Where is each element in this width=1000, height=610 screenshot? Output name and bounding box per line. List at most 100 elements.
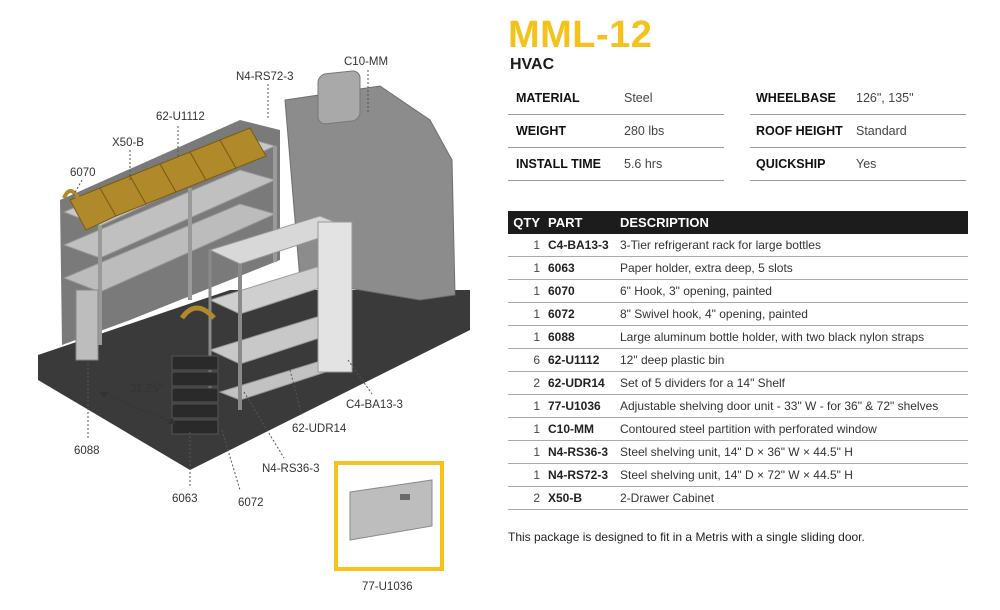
cell-qty: 1 <box>533 330 540 344</box>
parts-table: QTY PART DESCRIPTION 1 C4-BA13-3 3-Tier re… <box>508 211 968 510</box>
header-qty: QTY <box>513 215 540 230</box>
cell-description: 6" Hook, 3" opening, painted <box>620 284 772 298</box>
spec-key: WHEELBASE <box>756 91 836 105</box>
callout-n4-rs72-3: N4-RS72-3 <box>236 71 294 83</box>
cell-qty: 6 <box>533 353 540 367</box>
callout-62-u1112: 62-U1112 <box>156 111 205 123</box>
callout-n4-rs36-3: N4-RS36-3 <box>262 463 320 475</box>
cell-qty: 1 <box>533 307 540 321</box>
callout-c10-mm: C10-MM <box>344 56 388 68</box>
spec-value: 126", 135" <box>856 91 914 105</box>
cell-qty: 2 <box>533 491 540 505</box>
cell-part: N4-RS36-3 <box>548 445 609 459</box>
spec-row-material: MATERIAL Steel <box>508 82 724 115</box>
spec-row-install-time: INSTALL TIME 5.6 hrs <box>508 148 724 181</box>
table-row: 1 6070 6" Hook, 3" opening, painted <box>508 280 968 303</box>
spec-value: Steel <box>624 91 653 105</box>
cell-description: Adjustable shelving door unit - 33" W - … <box>620 399 939 413</box>
plastic-bins <box>69 127 267 231</box>
spec-key: ROOF HEIGHT <box>756 124 843 138</box>
cell-description: Large aluminum bottle holder, with two b… <box>620 330 925 344</box>
callout-62-udr14: 62-UDR14 <box>292 423 347 435</box>
spec-row-wheelbase: WHEELBASE 126", 135" <box>750 82 966 115</box>
cell-description: Steel shelving unit, 14" D × 72" W × 44.… <box>620 468 853 482</box>
spec-key: INSTALL TIME <box>516 157 601 171</box>
bottle-holder <box>75 289 99 361</box>
short-shelving-unit <box>208 215 353 410</box>
cell-part: C4-BA13-3 <box>548 238 609 252</box>
cell-part: 6063 <box>548 261 575 275</box>
callout-6063: 6063 <box>172 493 198 505</box>
cell-part: 62-UDR14 <box>548 376 605 390</box>
specs-right: WHEELBASE 126", 135" ROOF HEIGHT Standar… <box>750 82 966 181</box>
dimension-arrow-head-left <box>100 392 108 398</box>
hook <box>62 189 80 200</box>
spec-value: Yes <box>856 157 877 171</box>
paper-holder <box>171 355 219 435</box>
cell-description: 2-Drawer Cabinet <box>620 491 715 505</box>
steel-partition <box>284 85 456 301</box>
leader-n4rs36 <box>243 391 285 459</box>
table-row: 6 62-U1112 12" deep plastic bin <box>508 349 968 372</box>
fitment-note: This package is designed to fit in a Met… <box>508 530 865 544</box>
leader-c4ba <box>347 359 373 395</box>
leader-6070 <box>71 179 83 199</box>
door-unit-panel <box>349 479 433 541</box>
cell-qty: 1 <box>533 399 540 413</box>
header-part: PART <box>548 215 583 230</box>
van-floor <box>38 290 470 470</box>
cell-part: 6070 <box>548 284 575 298</box>
table-row: 1 C4-BA13-3 3-Tier refrigerant rack for la… <box>508 234 968 257</box>
table-row: 1 6088 Large aluminum bottle holder, with … <box>508 326 968 349</box>
package-title: MML-12 <box>508 14 653 56</box>
table-row: 1 6063 Paper holder, extra deep, 5 slots <box>508 257 968 280</box>
cell-part: 6072 <box>548 307 575 321</box>
spec-key: WEIGHT <box>516 124 566 138</box>
spec-value: 280 lbs <box>624 124 665 138</box>
cell-description: Contoured steel partition with perforate… <box>620 422 877 436</box>
cell-part: 6088 <box>548 330 575 344</box>
cell-description: 3-Tier refrigerant rack for large bottle… <box>620 238 821 252</box>
cell-part: 77-U1036 <box>548 399 601 413</box>
header-description: DESCRIPTION <box>620 215 709 230</box>
cell-qty: 1 <box>533 284 540 298</box>
callout-77-u1036: 77-U1036 <box>362 581 413 593</box>
table-row: 2 X50-B 2-Drawer Cabinet <box>508 487 968 510</box>
cell-qty: 1 <box>533 468 540 482</box>
cell-description: Set of 5 dividers for a 14" Shelf <box>620 376 786 390</box>
cell-description: Paper holder, extra deep, 5 slots <box>620 261 793 275</box>
package-category: HVAC <box>510 56 555 73</box>
spec-key: MATERIAL <box>516 91 580 105</box>
swivel-hook <box>179 305 216 320</box>
cell-description: 12" deep plastic bin <box>620 353 725 367</box>
callout-c4-ba13-3: C4-BA13-3 <box>346 399 403 411</box>
door-unit-latch <box>400 494 410 500</box>
cell-description: Steel shelving unit, 14" D × 36" W × 44.… <box>620 445 853 459</box>
callout-6072: 6072 <box>238 497 264 509</box>
table-row: 2 62-UDR14 Set of 5 dividers for a 14" She… <box>508 372 968 395</box>
spec-row-weight: WEIGHT 280 lbs <box>508 115 724 148</box>
dimension-arrow <box>99 391 177 425</box>
cell-qty: 1 <box>533 445 540 459</box>
callout-6088: 6088 <box>74 445 100 457</box>
callout-6070: 6070 <box>70 167 96 179</box>
spec-value: Standard <box>856 124 907 138</box>
spec-row-quickship: QUICKSHIP Yes <box>750 148 966 181</box>
cell-part: N4-RS72-3 <box>548 468 609 482</box>
cell-qty: 1 <box>533 238 540 252</box>
leader-6072 <box>221 429 241 491</box>
van-shelving-illustration: C10-MM N4-RS72-3 62-U1112 X50-B 6070 31.… <box>38 56 470 593</box>
callout-x50-b: X50-B <box>112 137 144 149</box>
cell-part: X50-B <box>548 491 583 505</box>
table-row: 1 77-U1036 Adjustable shelving door unit -… <box>508 395 968 418</box>
specs-left: MATERIAL Steel WEIGHT 280 lbs INSTALL TI… <box>508 82 724 181</box>
callout-dimension: 31.25" <box>130 383 163 395</box>
spec-value: 5.6 hrs <box>624 157 663 171</box>
table-row: 1 N4-RS72-3 Steel shelving unit, 14" D × 7… <box>508 464 968 487</box>
cell-qty: 1 <box>533 261 540 275</box>
cell-qty: 2 <box>533 376 540 390</box>
cell-part: 62-U1112 <box>548 353 600 367</box>
cell-qty: 1 <box>533 422 540 436</box>
